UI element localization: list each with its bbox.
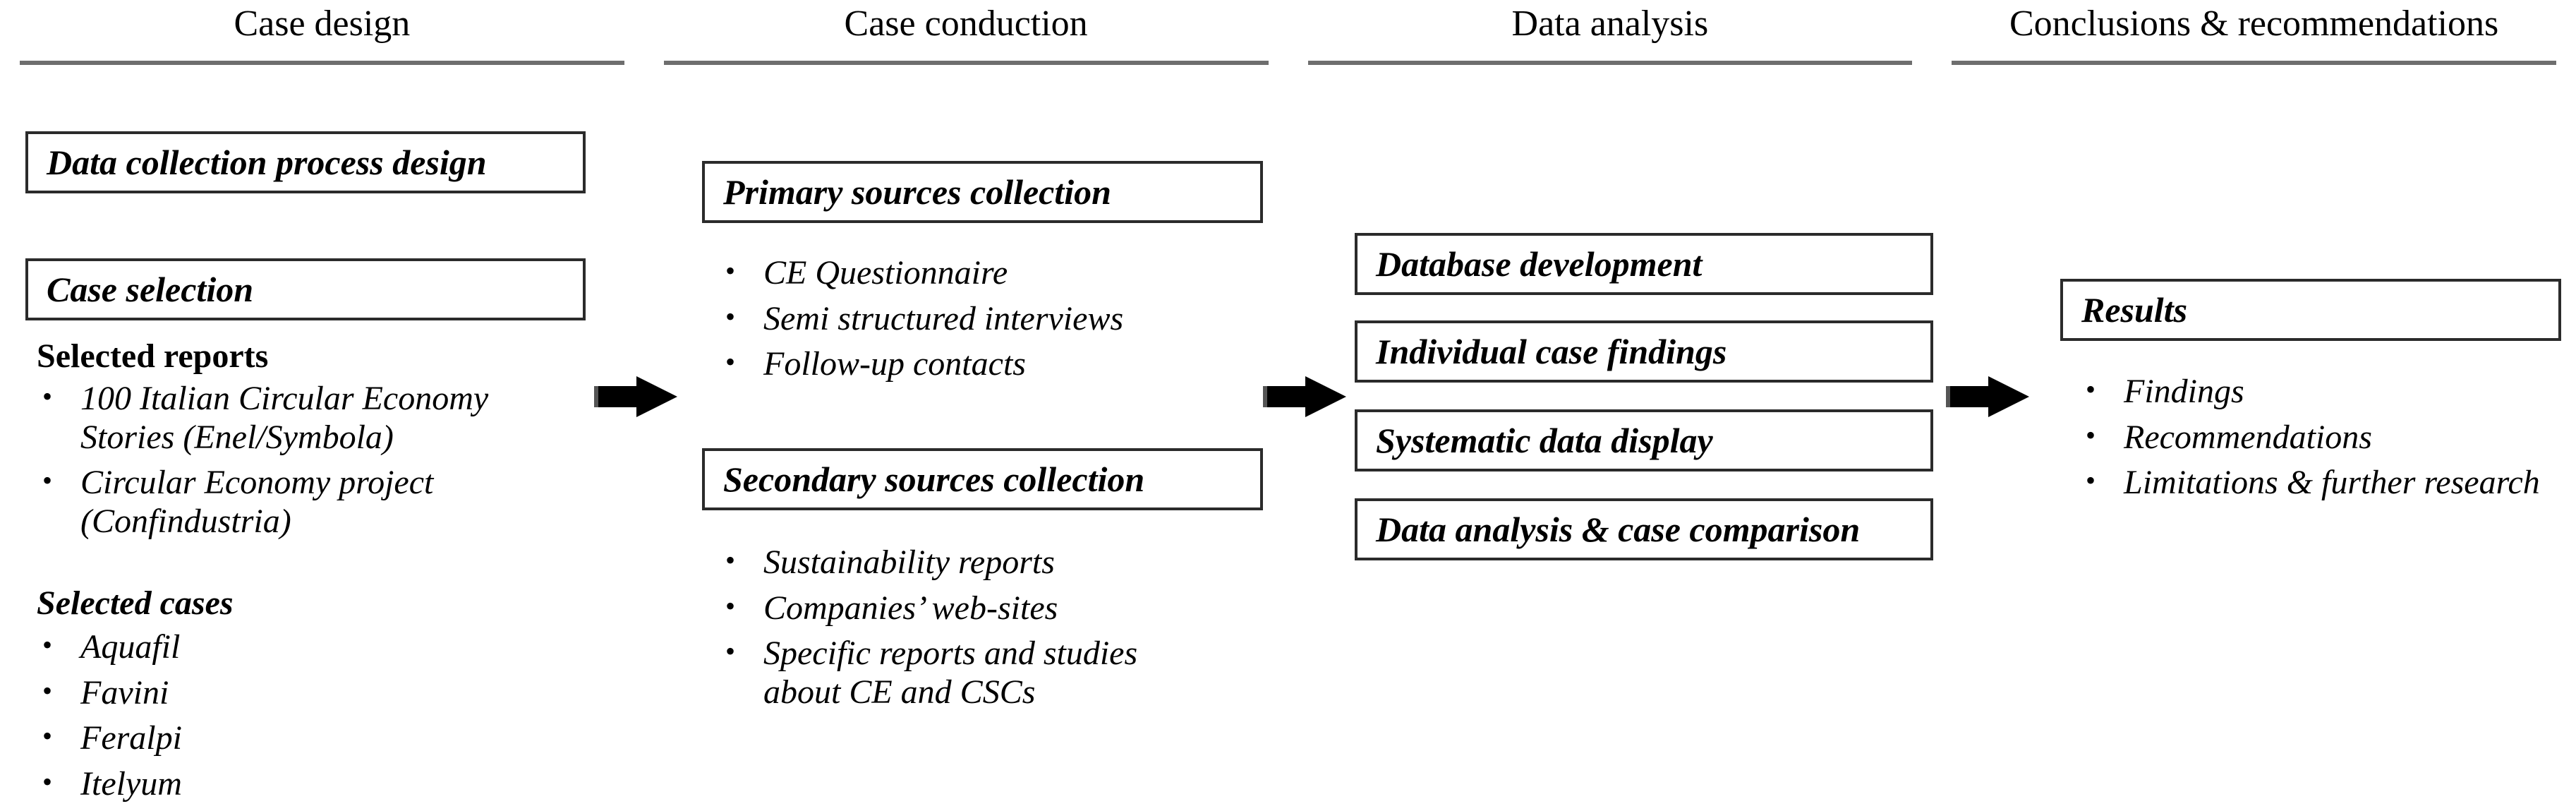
list-item: Favini <box>37 673 573 713</box>
list-selected-cases: Aquafil Favini Feralpi Itelyum <box>37 627 573 811</box>
phase-header-case-conduction: Case conduction <box>644 0 1288 78</box>
box-primary-sources-collection: Primary sources collection <box>702 161 1263 223</box>
heading-selected-cases: Selected cases <box>37 584 234 622</box>
box-label-data-collection-process-design: Data collection process design <box>47 143 487 182</box>
box-label-primary-sources-collection: Primary sources collection <box>723 172 1111 212</box>
secondary-source-line-1: Specific reports and studies <box>763 635 1138 673</box>
selected-report-line-2: (Confindustria) <box>80 503 291 541</box>
arrow-analysis-to-conclusions <box>1946 376 2029 417</box>
list-secondary-sources: Sustainability reports Companies’ web-si… <box>720 542 1256 719</box>
box-systematic-data-display: Systematic data display <box>1355 409 1933 471</box>
list-item: 100 Italian Circular Economy Stories (En… <box>37 378 573 457</box>
box-label-results: Results <box>2081 290 2188 330</box>
box-label-secondary-sources-collection: Secondary sources collection <box>723 459 1145 499</box>
box-database-development: Database development <box>1355 233 1933 295</box>
box-results: Results <box>2060 279 2561 341</box>
list-item: Feralpi <box>37 718 573 758</box>
selected-report-line-2: Stories (Enel/Symbola) <box>80 418 394 456</box>
list-item: Specific reports and studies about CE an… <box>720 633 1256 711</box>
arrow-conduction-to-analysis <box>1263 376 1346 417</box>
selected-report-line-1: 100 Italian Circular Economy <box>80 380 489 417</box>
secondary-source-line-2: about CE and CSCs <box>763 673 1036 711</box>
arrow-design-to-conduction <box>594 376 677 417</box>
list-item: CE Questionnaire <box>720 253 1256 293</box>
list-item: Companies’ web-sites <box>720 588 1256 628</box>
list-item: Follow-up contacts <box>720 344 1256 384</box>
box-individual-case-findings: Individual case findings <box>1355 320 1933 383</box>
phase-title-case-conduction: Case conduction <box>844 4 1088 44</box>
arrow-shaft <box>1946 386 1993 407</box>
list-item: Semi structured interviews <box>720 299 1256 339</box>
phase-header-conclusions: Conclusions & recommendations <box>1932 0 2576 78</box>
arrow-head <box>1305 376 1346 417</box>
box-label-data-analysis-case-comparison: Data analysis & case comparison <box>1376 510 1861 549</box>
phase-title-case-design: Case design <box>234 4 411 44</box>
box-data-analysis-case-comparison: Data analysis & case comparison <box>1355 498 1933 560</box>
phase-rule-conclusions <box>1952 61 2556 65</box>
box-data-collection-process-design: Data collection process design <box>25 131 586 193</box>
list-item: Findings <box>2080 371 2574 411</box>
box-label-systematic-data-display: Systematic data display <box>1376 421 1713 460</box>
list-item: Recommendations <box>2080 417 2574 457</box>
list-results: Findings Recommendations Limitations & f… <box>2080 371 2574 510</box>
list-item: Circular Economy project (Confindustria) <box>37 462 573 541</box>
phase-title-conclusions: Conclusions & recommendations <box>2009 4 2499 44</box>
arrow-head <box>636 376 677 417</box>
secondary-source-line-1: Sustainability reports <box>763 543 1055 581</box>
selected-report-line-1: Circular Economy project <box>80 464 434 502</box>
arrow-head <box>1988 376 2029 417</box>
heading-selected-reports: Selected reports <box>37 337 269 375</box>
box-secondary-sources-collection: Secondary sources collection <box>702 448 1263 510</box>
phase-header-case-design: Case design <box>0 0 644 78</box>
list-primary-sources: CE Questionnaire Semi structured intervi… <box>720 253 1256 391</box>
phase-title-data-analysis: Data analysis <box>1511 4 1709 44</box>
secondary-source-line-1: Companies’ web-sites <box>763 589 1058 627</box>
box-label-individual-case-findings: Individual case findings <box>1376 332 1727 371</box>
list-item: Sustainability reports <box>720 542 1256 582</box>
arrow-tail-tick <box>1946 386 1950 407</box>
box-label-case-selection: Case selection <box>47 270 254 309</box>
list-item: Limitations & further research <box>2080 462 2574 503</box>
phase-rule-data-analysis <box>1307 61 1913 65</box>
arrow-tail-tick <box>594 386 598 407</box>
box-case-selection: Case selection <box>25 258 586 320</box>
phase-header-data-analysis: Data analysis <box>1288 0 1933 78</box>
phase-header-row: Case design Case conduction Data analysi… <box>0 0 2576 78</box>
diagram-stage: Data collection process design Case sele… <box>0 78 2576 803</box>
arrow-shaft <box>594 386 641 407</box>
phase-rule-case-conduction <box>663 61 1269 65</box>
arrow-tail-tick <box>1263 386 1267 407</box>
list-item: Aquafil <box>37 627 573 667</box>
box-label-database-development: Database development <box>1376 244 1703 284</box>
list-selected-reports: 100 Italian Circular Economy Stories (En… <box>37 378 573 548</box>
arrow-shaft <box>1263 386 1310 407</box>
phase-rule-case-design <box>20 61 624 65</box>
list-item: Itelyum <box>37 764 573 804</box>
